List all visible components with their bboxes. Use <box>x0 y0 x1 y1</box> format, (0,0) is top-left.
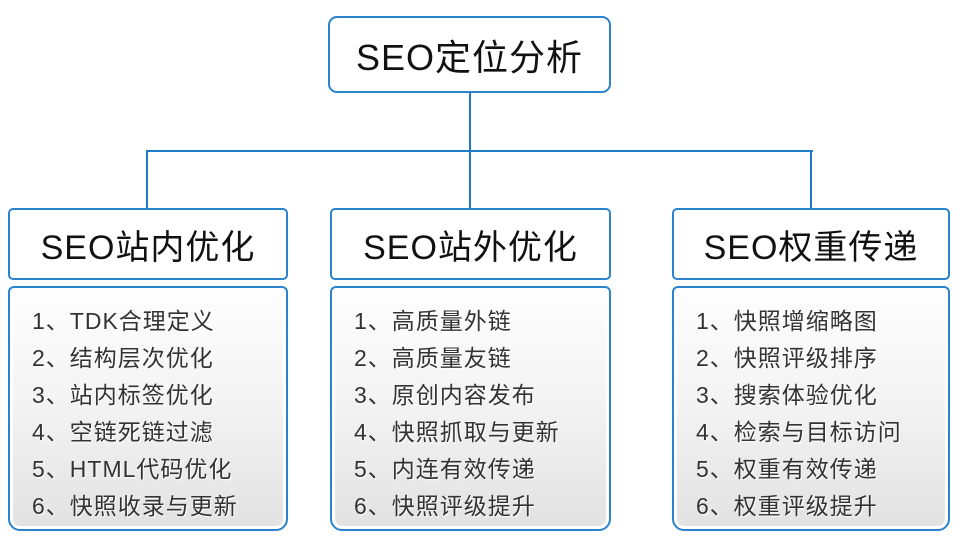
connector-rail <box>146 150 813 152</box>
list-item: 6、快照评级提升 <box>354 493 536 519</box>
list-item: 5、HTML代码优化 <box>32 456 233 482</box>
column-offsite: SEO站外优化 1、高质量外链 2、高质量友链 3、原创内容发布 4、快照抓取与… <box>330 208 611 531</box>
column-title: SEO权重传递 <box>703 228 919 267</box>
column-title: SEO站外优化 <box>363 228 578 267</box>
column-list-offsite: 1、高质量外链 2、高质量友链 3、原创内容发布 4、快照抓取与更新 5、内连有… <box>330 286 611 531</box>
connector-root-stem <box>469 93 471 152</box>
list-item: 1、快照增缩略图 <box>696 308 878 334</box>
root-title: SEO定位分析 <box>355 36 584 78</box>
list-item: 4、空链死链过滤 <box>32 419 214 445</box>
list-item: 2、高质量友链 <box>354 345 512 371</box>
list-item: 4、快照抓取与更新 <box>354 419 560 445</box>
list-item: 6、快照收录与更新 <box>32 493 238 519</box>
list-item: 4、检索与目标访问 <box>696 419 902 445</box>
list-item: 2、快照评级排序 <box>696 345 878 371</box>
list-item: 5、内连有效传递 <box>354 456 536 482</box>
root-node: SEO定位分析 <box>328 16 611 93</box>
column-header-offsite: SEO站外优化 <box>330 208 611 280</box>
column-header-weight: SEO权重传递 <box>672 208 950 280</box>
connector-drop-right <box>810 150 812 208</box>
column-weight: SEO权重传递 1、快照增缩略图 2、快照评级排序 3、搜索体验优化 4、检索与… <box>672 208 950 531</box>
connector-drop-left <box>146 150 148 208</box>
column-onsite: SEO站内优化 1、TDK合理定义 2、结构层次优化 3、站内标签优化 4、空链… <box>8 208 288 531</box>
column-header-onsite: SEO站内优化 <box>8 208 288 280</box>
column-title: SEO站内优化 <box>40 228 256 267</box>
column-list-onsite: 1、TDK合理定义 2、结构层次优化 3、站内标签优化 4、空链死链过滤 5、H… <box>8 286 288 531</box>
list-item: 2、结构层次优化 <box>32 345 214 371</box>
connector-drop-middle <box>469 150 471 208</box>
list-item: 1、TDK合理定义 <box>32 308 215 334</box>
list-item: 3、站内标签优化 <box>32 382 214 408</box>
list-item: 6、权重评级提升 <box>696 493 878 519</box>
list-item: 3、搜索体验优化 <box>696 382 878 408</box>
list-item: 3、原创内容发布 <box>354 382 536 408</box>
list-item: 5、权重有效传递 <box>696 456 878 482</box>
column-list-weight: 1、快照增缩略图 2、快照评级排序 3、搜索体验优化 4、检索与目标访问 5、权… <box>672 286 950 531</box>
list-item: 1、高质量外链 <box>354 308 512 334</box>
